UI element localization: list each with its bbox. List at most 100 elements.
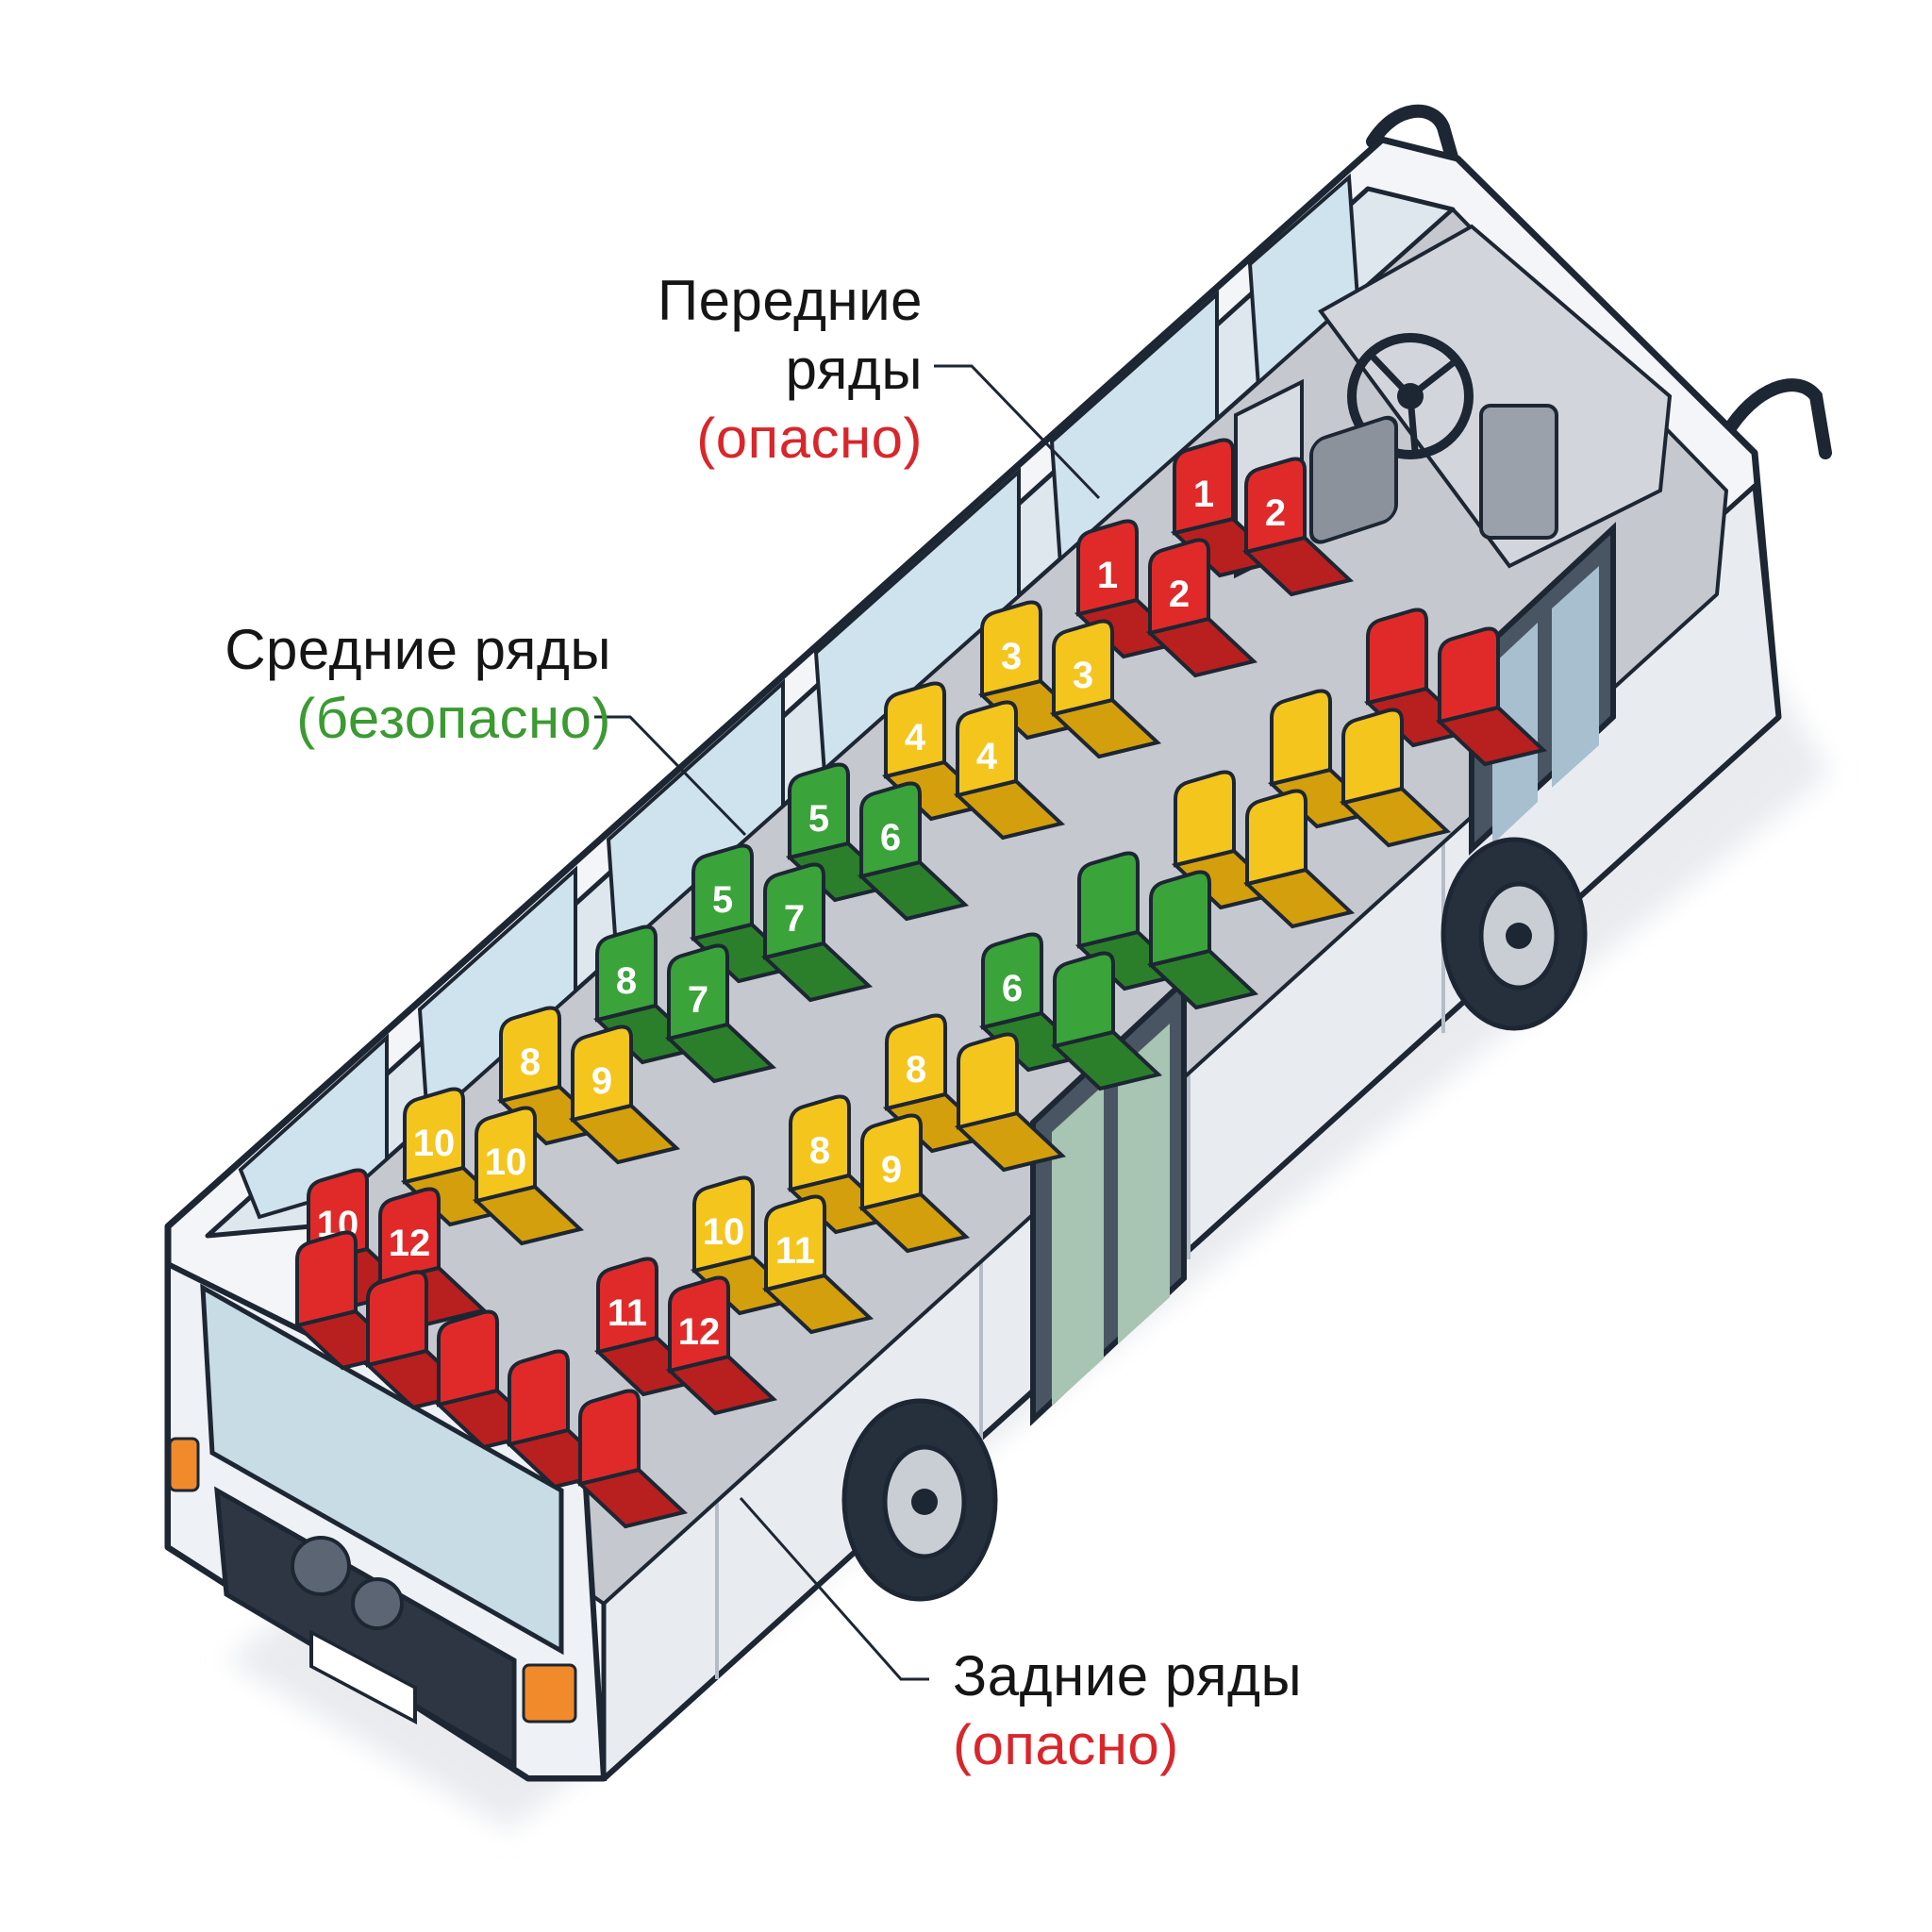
right-row-6-seat-1-back <box>885 1013 947 1111</box>
left-row-10-seat-2-back <box>378 1187 441 1285</box>
rear-bench-seat-4-back <box>508 1349 570 1447</box>
left-row-4-seat-1-number: 4 <box>905 717 926 758</box>
left-row-5-seat-2: 6 <box>857 781 970 922</box>
left-row-3-seat-1: 3 <box>977 600 1091 741</box>
left-row-9-seat-2-number: 10 <box>485 1141 527 1183</box>
callout-middle-status: (безопасно) <box>296 687 611 751</box>
left-row-7-seat-2: 7 <box>664 943 777 1084</box>
rear-window <box>200 1283 564 1656</box>
right-row-2-seat-2-back <box>1341 708 1404 806</box>
left-row-10-seat-2-number: 12 <box>389 1223 431 1264</box>
left-row-6-seat-1-number: 5 <box>712 879 733 921</box>
right-row-5-seat-1: 6 <box>978 932 1091 1073</box>
right-row-9-seat-1-back <box>596 1257 658 1355</box>
left-row-6-seat-2-number: 7 <box>784 898 805 940</box>
callout-front-rows: Передние ряды (опасно) <box>517 266 923 474</box>
driver-seat <box>1309 415 1398 544</box>
rear-bench-seat-5 <box>575 1389 689 1529</box>
right-row-7-seat-2-back <box>860 1113 923 1211</box>
right-row-7-seat-2: 9 <box>858 1113 971 1254</box>
left-row-5-seat-1-number: 5 <box>808 798 829 840</box>
left-row-2-seat-2: 2 <box>1145 538 1258 678</box>
right-row-5-seat-1-back <box>981 932 1043 1030</box>
right-row-1-seat-2 <box>1435 626 1548 767</box>
left-row-8-seat-2: 9 <box>568 1024 681 1165</box>
right-row-7-seat-2-number: 9 <box>881 1149 902 1191</box>
left-row-4-seat-2-back <box>956 700 1018 798</box>
left-row-2-seat-2-back <box>1148 538 1210 636</box>
left-row-8-seat-2-back <box>571 1024 633 1123</box>
right-row-6-seat-1-number: 8 <box>906 1049 926 1091</box>
left-row-9-seat-2: 10 <box>472 1106 585 1246</box>
callout-front-status: (опасно) <box>696 407 923 471</box>
left-row-4-seat-2-number: 4 <box>976 736 998 777</box>
right-row-4-seat-1 <box>1074 851 1188 991</box>
right-row-2-seat-1-back <box>1270 689 1332 787</box>
left-row-1-seat-2: 2 <box>1241 457 1355 597</box>
left-row-6-seat-1: 5 <box>689 843 802 984</box>
left-row-3-seat-1-back <box>980 600 1042 698</box>
right-row-4-seat-2 <box>1146 870 1259 1010</box>
rear-light-left <box>168 1437 200 1492</box>
left-row-1-seat-2-number: 2 <box>1265 492 1286 534</box>
left-row-2-seat-1-back <box>1076 519 1139 617</box>
left-row-8-seat-2-number: 9 <box>591 1060 612 1102</box>
callout-front-title: Передние ряды <box>658 269 923 402</box>
left-row-8-seat-1-number: 8 <box>520 1041 541 1083</box>
right-row-8-seat-2-back <box>764 1194 826 1292</box>
left-row-2-seat-1: 1 <box>1074 519 1187 659</box>
left-row-6-seat-2: 7 <box>760 862 874 1003</box>
left-row-6-seat-2-back <box>763 862 825 960</box>
right-row-6-seat-2 <box>954 1032 1067 1173</box>
right-row-7-seat-1-number: 8 <box>809 1130 830 1172</box>
front-wheel <box>1441 837 1588 1031</box>
right-row-5-seat-2-back <box>1053 951 1115 1049</box>
left-row-1-seat-1-back <box>1173 438 1235 536</box>
right-row-3-seat-1-back <box>1174 770 1236 868</box>
right-row-3-seat-2-back <box>1245 789 1307 887</box>
left-row-2-seat-1-number: 1 <box>1097 555 1118 596</box>
left-row-4-seat-2: 4 <box>953 700 1066 841</box>
left-row-3-seat-1-number: 3 <box>1001 636 1022 677</box>
rear-wheel <box>841 1398 998 1602</box>
right-row-4-seat-1-back <box>1077 851 1140 949</box>
left-row-1-seat-2-back <box>1244 457 1307 555</box>
right-row-2-seat-2 <box>1339 708 1452 848</box>
right-row-1-seat-1-back <box>1366 608 1428 706</box>
rear-bench-seat-3-back <box>437 1309 499 1407</box>
right-row-9-seat-2: 12 <box>665 1275 778 1416</box>
right-row-8-seat-1-number: 10 <box>703 1211 745 1253</box>
left-row-7-seat-2-back <box>667 943 729 1041</box>
bus-rear <box>165 1259 608 1781</box>
left-row-7-seat-1-back <box>595 924 658 1023</box>
rear-bench-seat-2-back <box>366 1270 428 1368</box>
left-row-5-seat-2-back <box>859 781 922 879</box>
steering-wheel-icon <box>1347 333 1474 459</box>
rear-light-right <box>522 1663 577 1724</box>
right-row-6-seat-2-back <box>957 1032 1019 1130</box>
right-row-8-seat-2: 11 <box>761 1194 874 1335</box>
left-row-9-seat-1-number: 10 <box>413 1123 456 1164</box>
driver-cab <box>1309 224 1673 569</box>
right-row-9-seat-2-back <box>668 1275 730 1374</box>
leader-lines <box>594 364 1101 1681</box>
right-row-5-seat-1-number: 6 <box>1002 968 1023 1009</box>
right-row-9-seat-2-number: 12 <box>678 1311 721 1353</box>
left-row-8-seat-1: 8 <box>496 1006 609 1146</box>
rear-bench-seat-1-back <box>295 1230 358 1328</box>
right-row-1-seat-2-back <box>1438 626 1500 724</box>
left-row-5-seat-1-back <box>788 762 850 860</box>
left-row-4-seat-1-back <box>884 681 946 779</box>
left-row-7-seat-1-number: 8 <box>616 960 637 1002</box>
right-row-5-seat-2 <box>1050 951 1163 1091</box>
left-row-9-seat-2-back <box>475 1106 537 1204</box>
right-row-8-seat-1: 10 <box>690 1175 803 1316</box>
left-row-6-seat-1-back <box>691 843 754 941</box>
left-row-1-seat-1: 1 <box>1170 438 1283 578</box>
left-row-7-seat-2-number: 7 <box>688 979 708 1021</box>
leader-line-middle <box>594 715 747 837</box>
front-door <box>1469 522 1616 856</box>
rear-bench-seat-5-back <box>578 1389 641 1487</box>
